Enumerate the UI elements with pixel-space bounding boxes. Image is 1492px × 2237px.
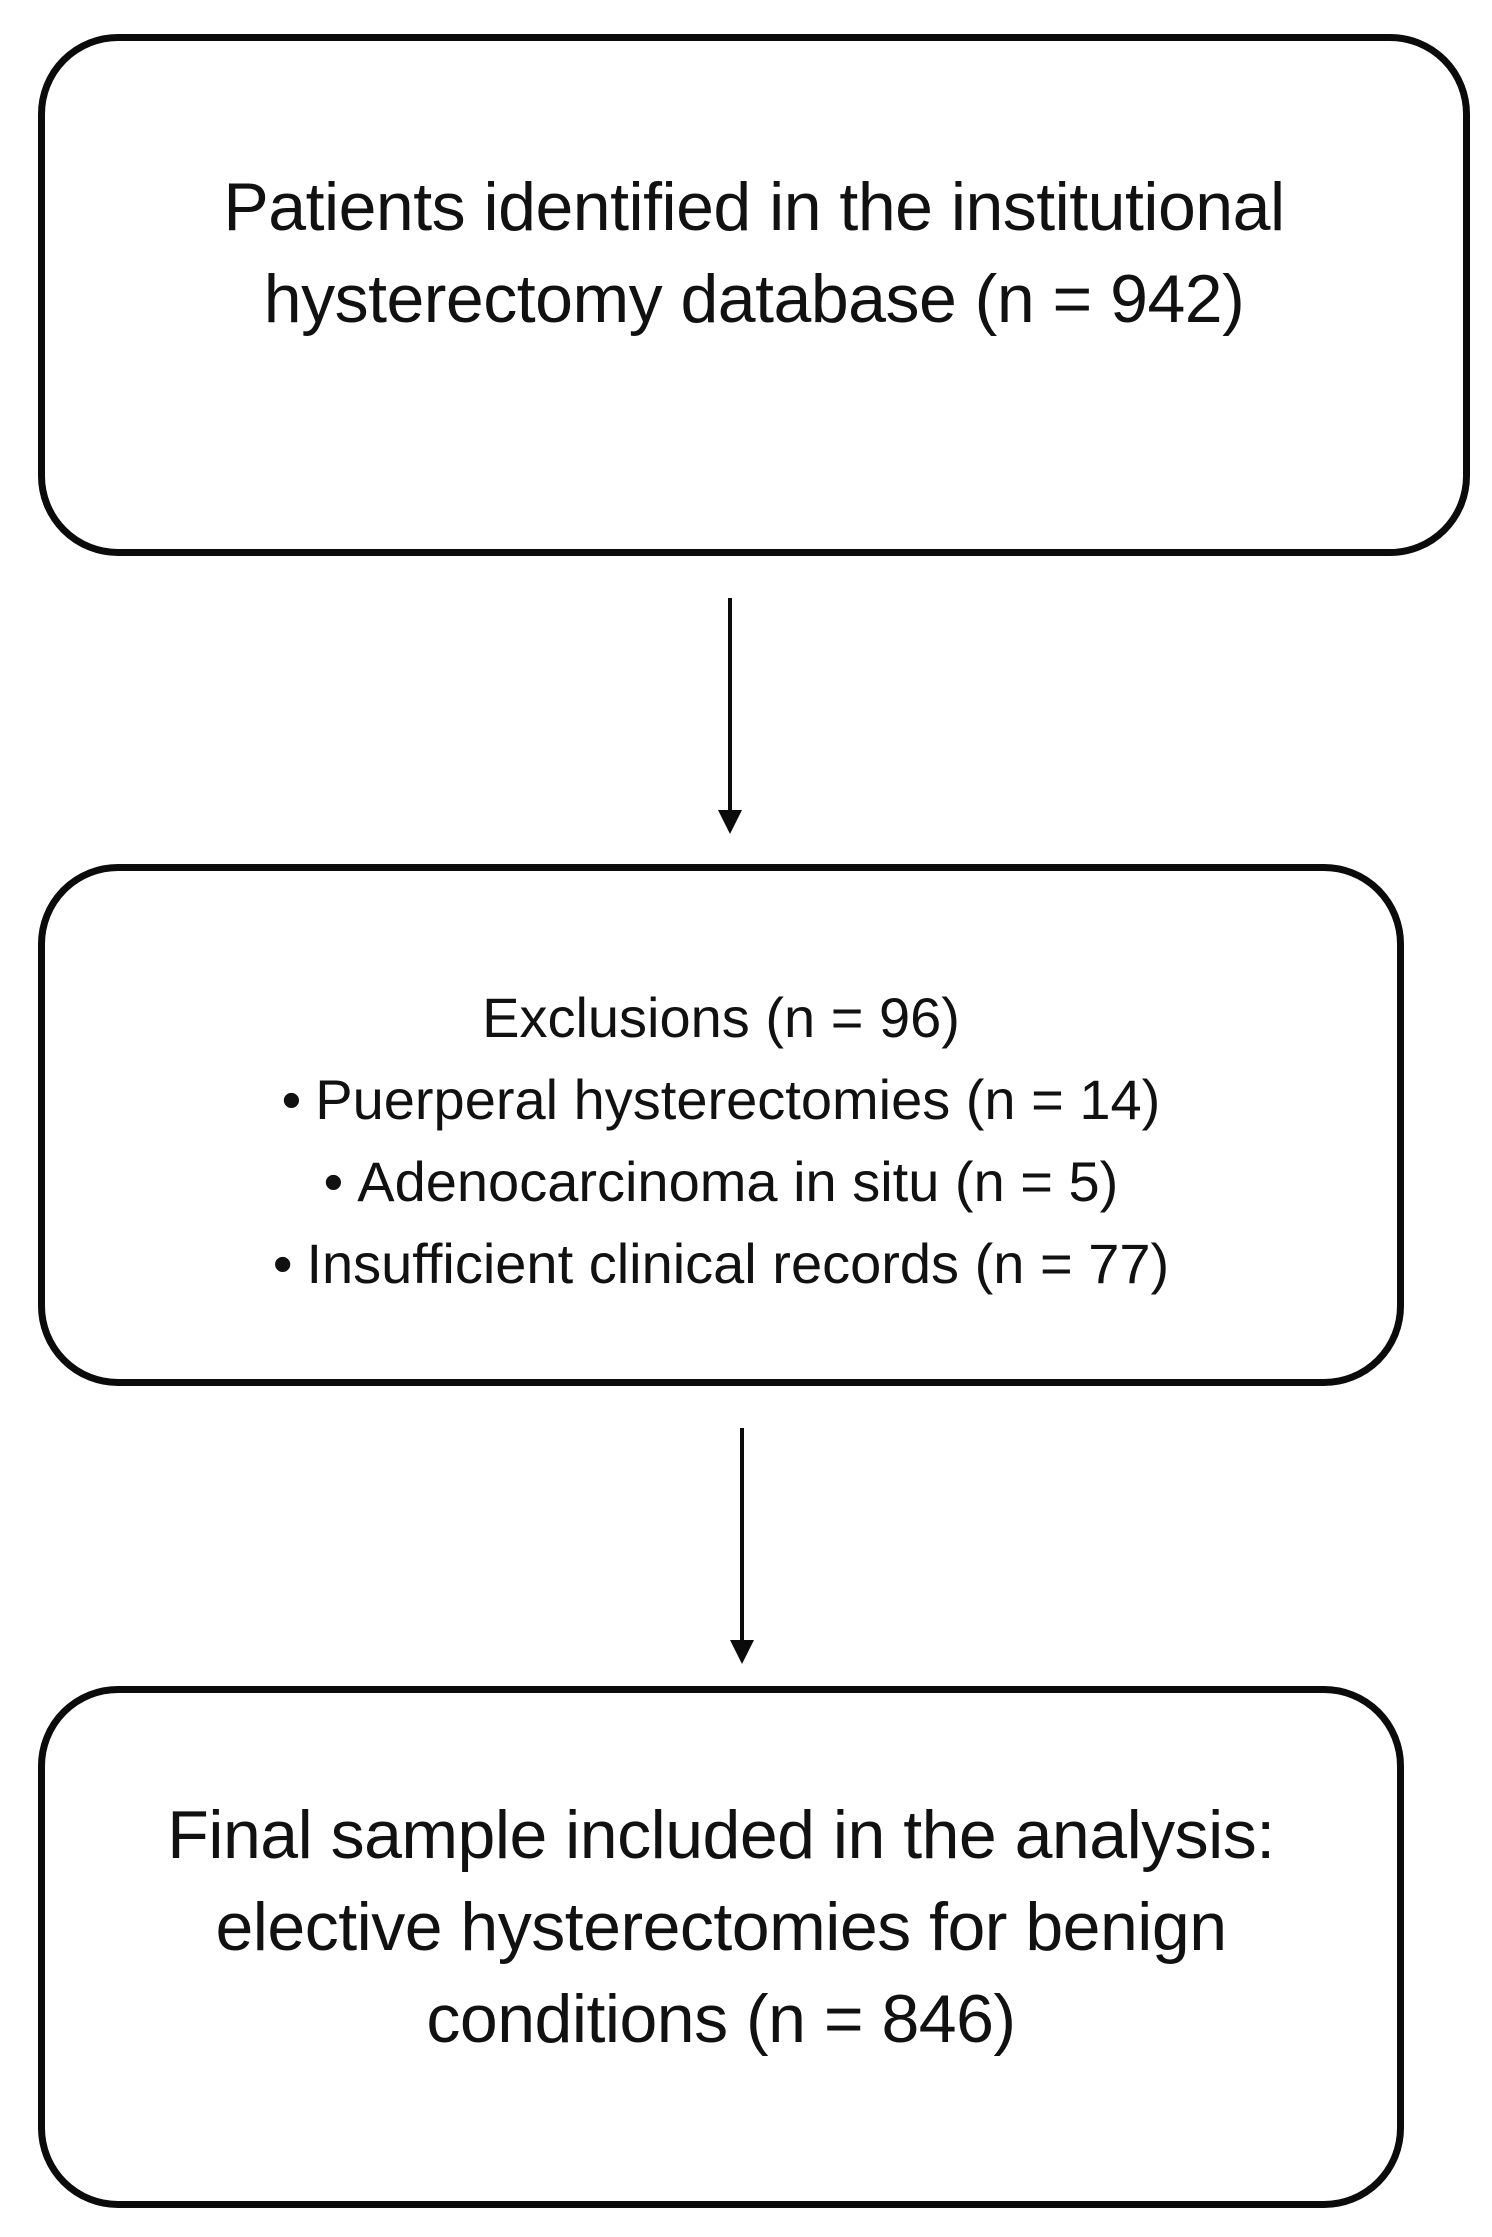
- bullet-icon: •: [323, 1150, 344, 1213]
- final-line-2: elective hysterectomies for benign: [215, 1889, 1227, 1965]
- arrow-identified-to-exclusions: [718, 598, 742, 834]
- exclusion-item-label: Adenocarcinoma in situ (n = 5): [357, 1150, 1119, 1213]
- exclusion-item: •Puerperal hysterectomies (n = 14): [45, 1059, 1397, 1141]
- arrow-exclusions-to-final: [730, 1428, 754, 1664]
- exclusion-item: •Adenocarcinoma in situ (n = 5): [45, 1141, 1397, 1223]
- bullet-icon: •: [281, 1068, 302, 1131]
- arrow-head: [730, 1640, 754, 1664]
- exclusions-box: Exclusions (n = 96) •Puerperal hysterect…: [38, 864, 1404, 1386]
- final-sample-text: Final sample included in the analysis: e…: [45, 1789, 1397, 2065]
- exclusion-item: •Insufficient clinical records (n = 77): [45, 1223, 1397, 1305]
- bullet-icon: •: [272, 1232, 293, 1295]
- final-sample-box: Final sample included in the analysis: e…: [38, 1686, 1404, 2208]
- exclusion-item-label: Insufficient clinical records (n = 77): [306, 1232, 1170, 1295]
- final-line-3: conditions (n = 846): [426, 1981, 1016, 2057]
- identified-patients-box: Patients identified in the institutional…: [38, 34, 1470, 556]
- identified-patients-text: Patients identified in the institutional…: [45, 161, 1463, 345]
- exclusion-item-label: Puerperal hysterectomies (n = 14): [315, 1068, 1161, 1131]
- exclusions-text: Exclusions (n = 96) •Puerperal hysterect…: [45, 977, 1397, 1305]
- identified-line-2: hysterectomy database (n = 942): [263, 261, 1245, 337]
- arrow-head: [718, 810, 742, 834]
- exclusions-title: Exclusions (n = 96): [482, 986, 960, 1049]
- final-line-1: Final sample included in the analysis:: [167, 1797, 1275, 1873]
- identified-line-1: Patients identified in the institutional: [223, 169, 1285, 245]
